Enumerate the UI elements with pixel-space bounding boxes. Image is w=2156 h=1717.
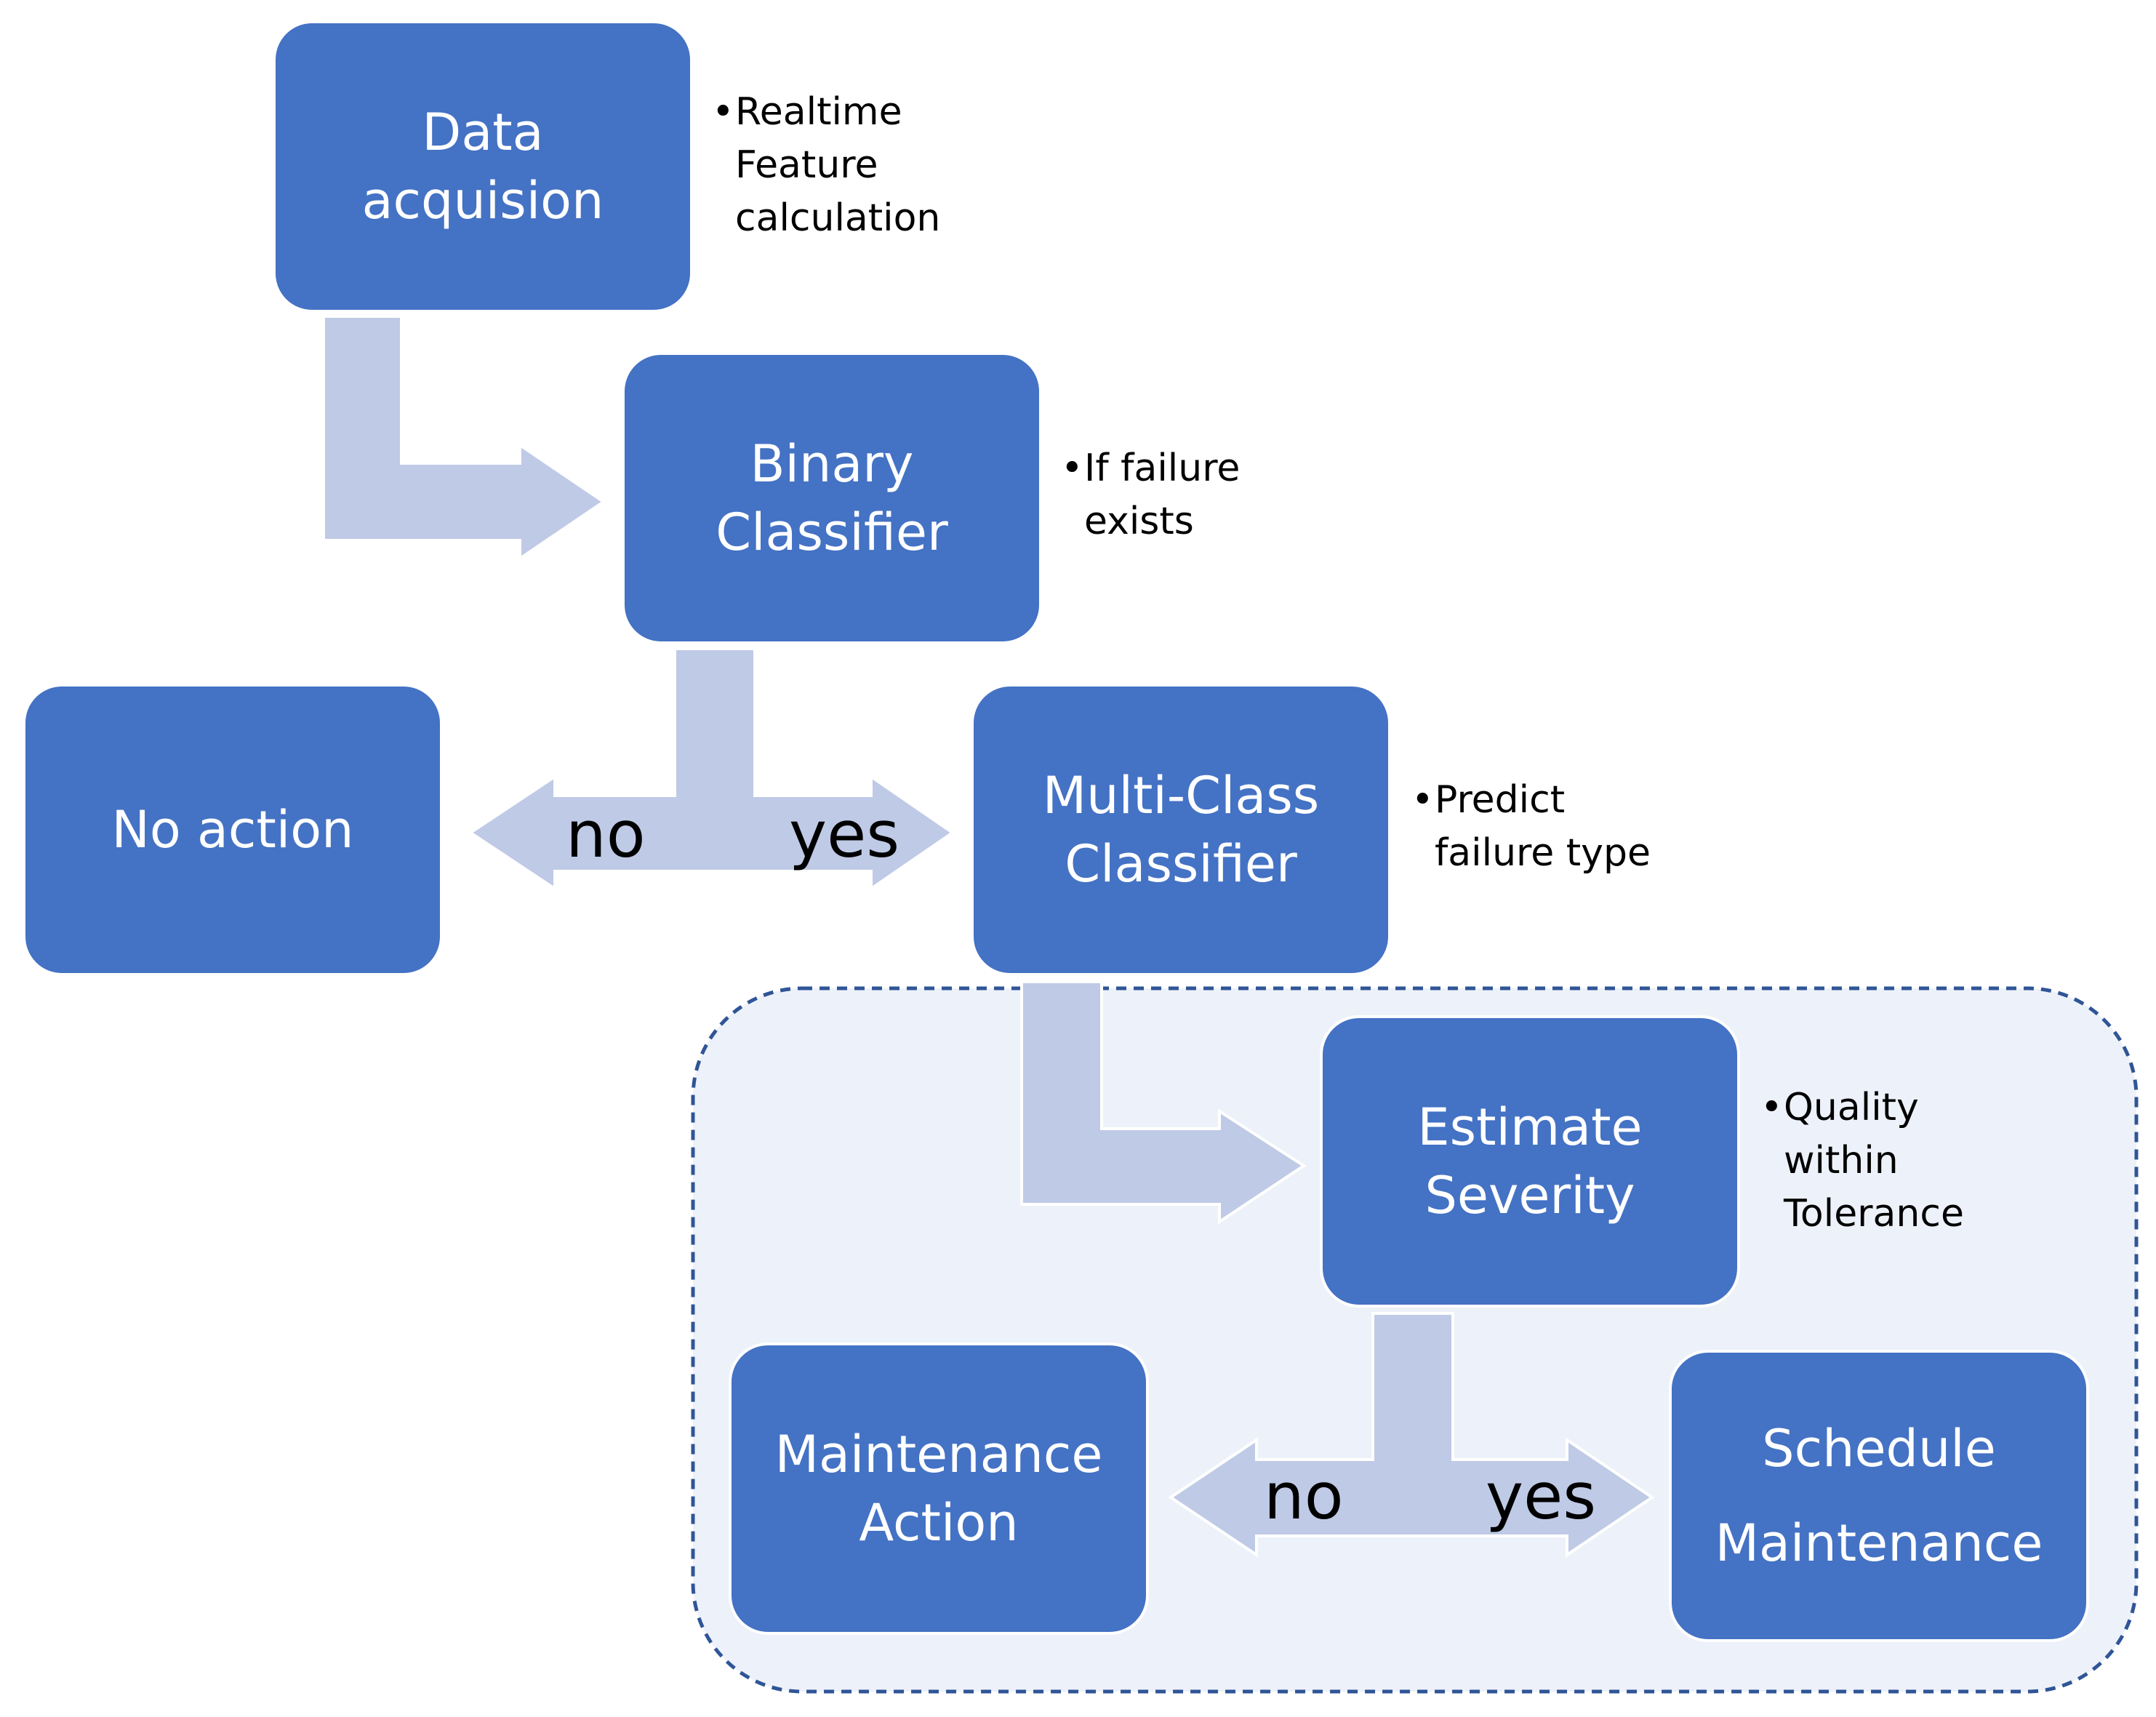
data-acquisition-note: Realtime Feature calculation — [712, 86, 940, 245]
no-action-box: No action — [23, 684, 443, 976]
binary-classifier-box: Binary Classifier — [622, 352, 1042, 644]
branch-yes-label-2: yes — [1486, 1459, 1597, 1534]
multi-class-classifier-note: Predict failure type — [1411, 774, 1651, 880]
maintenance-action-box: Maintenance Action — [729, 1342, 1149, 1635]
branch-yes-label-1: yes — [789, 797, 900, 872]
multi-class-classifier-label: Multi-Class Classifier — [1042, 766, 1320, 894]
estimate-severity-label: Estimate Severity — [1417, 1097, 1643, 1225]
branch-no-label-1: no — [566, 797, 646, 872]
split-arrow-severity — [1168, 1312, 1655, 1558]
estimate-severity-box: Estimate Severity — [1320, 1015, 1740, 1308]
bent-arrow-multiclass-to-severity — [1020, 980, 1307, 1225]
data-acquisition-box: Data acquision — [273, 20, 693, 313]
split-arrow-binary — [468, 647, 955, 892]
multi-class-classifier-box: Multi-Class Classifier — [971, 684, 1391, 976]
binary-classifier-label: Binary Classifier — [716, 434, 948, 562]
estimate-severity-note: Quality within Tolerance — [1760, 1081, 1964, 1241]
schedule-maintenance-box: Schedule Maintenance — [1669, 1350, 2089, 1642]
bent-arrow-acquisition-to-binary — [322, 315, 606, 561]
branch-no-label-2: no — [1264, 1459, 1344, 1534]
schedule-maintenance-label: Schedule Maintenance — [1715, 1419, 2043, 1573]
data-acquisition-label: Data acquision — [361, 103, 604, 231]
binary-classifier-note: If failure exists — [1061, 442, 1240, 548]
maintenance-action-label: Maintenance Action — [774, 1425, 1103, 1553]
no-action-label: No action — [111, 800, 354, 860]
